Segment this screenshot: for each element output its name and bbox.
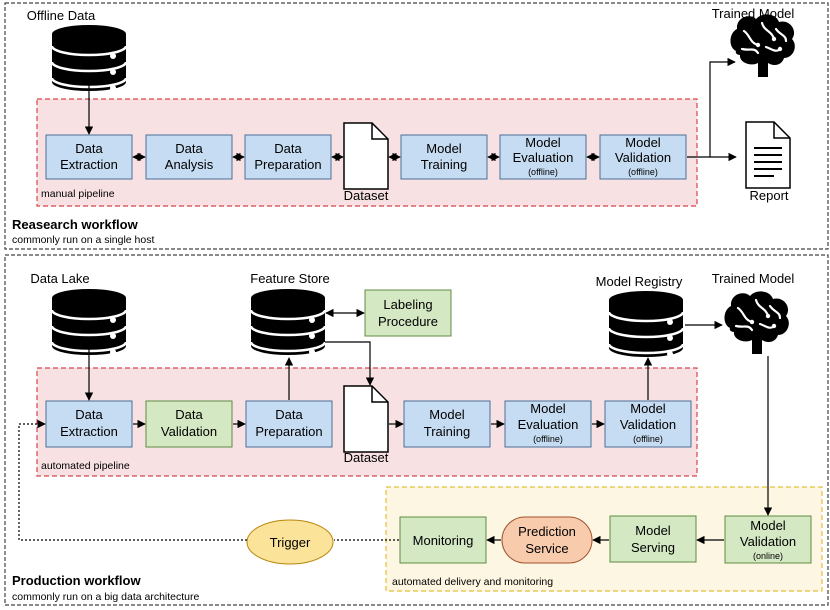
svg-text:Monitoring: Monitoring xyxy=(413,533,474,548)
svg-text:Training: Training xyxy=(421,157,467,172)
report-label: Report xyxy=(749,188,788,203)
research-trained-model-brain-icon xyxy=(729,13,796,79)
delivery-monitoring-label: automated delivery and monitoring xyxy=(392,576,553,588)
offline-data-database-icon xyxy=(50,23,128,93)
production-workflow-title: Production workflow xyxy=(12,573,141,588)
production-step-model-evaluation: Model Evaluation (offline) xyxy=(504,400,592,448)
production-trained-model-brain-icon xyxy=(723,290,790,356)
automated-pipeline-label: automated pipeline xyxy=(41,460,130,472)
research-step-model-evaluation: Model Evaluation (offline) xyxy=(499,134,587,180)
feature-store-label: Feature Store xyxy=(250,271,330,286)
research-frame xyxy=(4,2,829,250)
svg-text:Extraction: Extraction xyxy=(60,424,118,439)
svg-text:Data: Data xyxy=(275,407,303,422)
svg-text:Labeling: Labeling xyxy=(383,297,432,312)
svg-text:Trigger: Trigger xyxy=(270,535,311,550)
research-step-data-preparation: Data Preparation xyxy=(244,134,332,180)
production-workflow-subtitle: commonly run on a big data architecture xyxy=(12,591,200,603)
svg-text:(offline): (offline) xyxy=(533,434,563,444)
svg-text:Data: Data xyxy=(75,141,103,156)
svg-text:Model: Model xyxy=(635,523,671,538)
production-dataset-label: Dataset xyxy=(344,450,389,465)
research-step-model-training: Model Training xyxy=(400,134,488,180)
svg-text:Training: Training xyxy=(424,424,470,439)
model-serving-box: Model Serving xyxy=(609,515,697,563)
svg-text:Prediction: Prediction xyxy=(518,524,576,539)
data-lake-label: Data Lake xyxy=(30,271,89,286)
research-arrows xyxy=(84,57,737,162)
production-step-model-training: Model Training xyxy=(403,400,491,448)
svg-text:Model: Model xyxy=(429,407,465,422)
svg-text:(online): (online) xyxy=(753,551,783,561)
prediction-service-node: Prediction Service xyxy=(501,516,593,564)
svg-text:Analysis: Analysis xyxy=(165,157,214,172)
production-step-data-extraction: Data Extraction xyxy=(45,400,133,448)
model-registry-label: Model Registry xyxy=(596,274,683,289)
trigger-node: Trigger xyxy=(246,519,334,565)
svg-text:Model: Model xyxy=(750,518,786,533)
svg-text:Data: Data xyxy=(175,407,203,422)
svg-text:Model: Model xyxy=(630,401,666,416)
data-lake-database-icon xyxy=(50,287,128,357)
manual-pipeline-label: manual pipeline xyxy=(41,188,115,200)
research-workflow-title: Reasearch workflow xyxy=(12,217,139,232)
svg-text:Data: Data xyxy=(274,141,302,156)
production-step-data-validation: Data Validation xyxy=(145,400,233,448)
svg-text:Model: Model xyxy=(426,141,462,156)
research-dataset-document-icon xyxy=(343,122,389,190)
svg-text:(offline): (offline) xyxy=(628,167,658,177)
production-frame xyxy=(4,254,829,606)
production-step-model-validation: Model Validation (offline) xyxy=(604,400,692,448)
svg-text:Procedure: Procedure xyxy=(378,314,438,329)
svg-text:Data: Data xyxy=(75,407,103,422)
model-registry-database-icon xyxy=(607,289,685,359)
svg-text:Preparation: Preparation xyxy=(254,157,321,172)
research-step-data-extraction: Data Extraction xyxy=(45,134,133,180)
svg-text:Model: Model xyxy=(625,135,661,150)
svg-text:Evaluation: Evaluation xyxy=(513,150,574,165)
svg-text:Validation: Validation xyxy=(740,534,796,549)
report-document-icon xyxy=(745,121,791,189)
labeling-procedure-box: Labeling Procedure xyxy=(364,289,452,337)
research-step-model-validation: Model Validation (offline) xyxy=(599,134,687,180)
research-dataset-label: Dataset xyxy=(344,188,389,203)
monitoring-box: Monitoring xyxy=(399,516,487,564)
production-dataset-document-icon xyxy=(343,385,389,453)
svg-text:Extraction: Extraction xyxy=(60,157,118,172)
svg-text:Evaluation: Evaluation xyxy=(518,417,579,432)
svg-text:Validation: Validation xyxy=(615,150,671,165)
research-workflow-subtitle: commonly run on a single host xyxy=(12,234,154,246)
svg-text:Validation: Validation xyxy=(620,417,676,432)
svg-text:Service: Service xyxy=(525,541,568,556)
svg-text:Validation: Validation xyxy=(161,424,217,439)
research-step-data-analysis: Data Analysis xyxy=(145,134,233,180)
svg-text:Model: Model xyxy=(525,135,561,150)
production-step-data-preparation: Data Preparation xyxy=(245,400,333,448)
production-trained-model-label: Trained Model xyxy=(712,271,795,286)
svg-text:Model: Model xyxy=(530,401,566,416)
svg-text:(offline): (offline) xyxy=(633,434,663,444)
svg-text:Preparation: Preparation xyxy=(255,424,322,439)
offline-data-label: Offline Data xyxy=(27,8,96,23)
online-model-validation-box: Model Validation (online) xyxy=(724,515,812,564)
feature-store-database-icon xyxy=(249,287,327,357)
svg-text:Serving: Serving xyxy=(631,540,675,555)
svg-text:(offline): (offline) xyxy=(528,167,558,177)
production-arrows xyxy=(18,308,773,545)
svg-text:Data: Data xyxy=(175,141,203,156)
